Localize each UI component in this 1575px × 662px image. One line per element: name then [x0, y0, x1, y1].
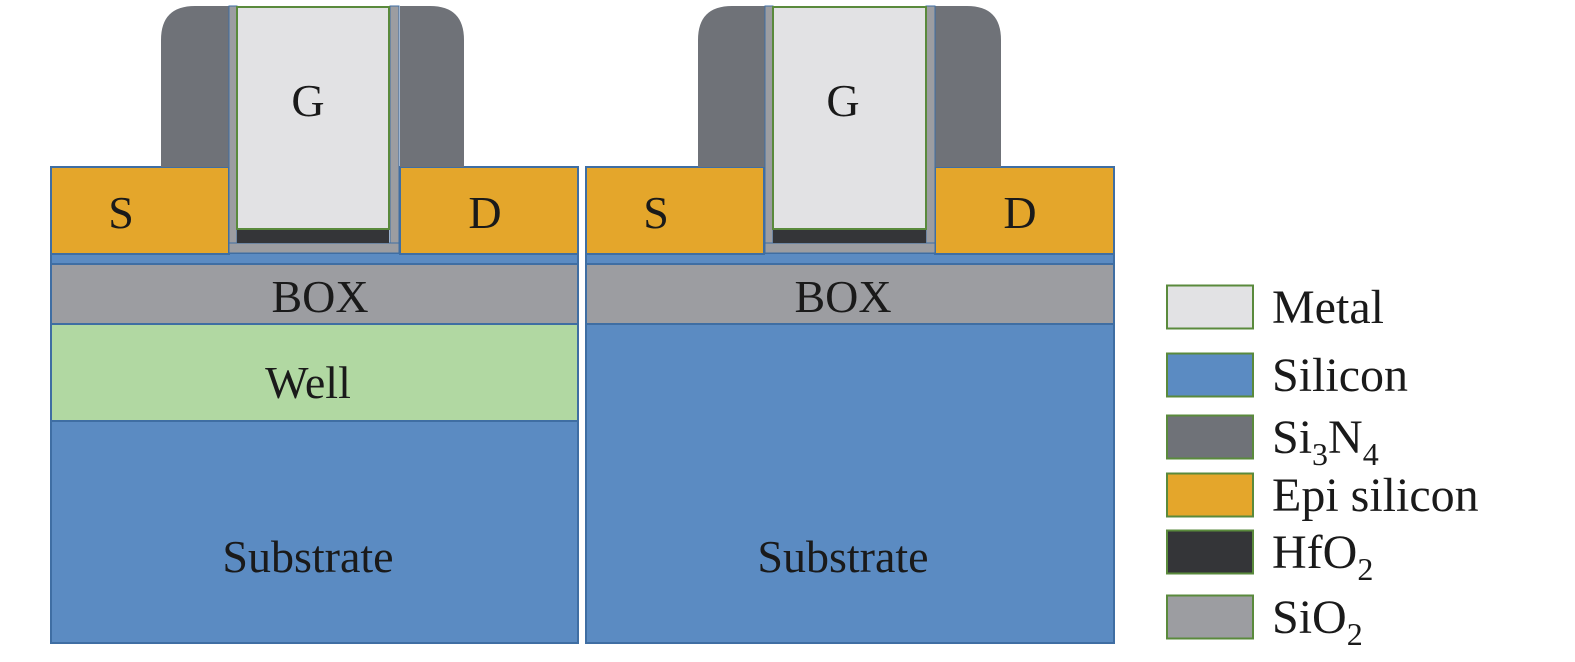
- legend-label-hfo2: HfO2: [1272, 526, 1373, 587]
- device-1-drain: [399, 166, 579, 255]
- legend-swatch-si3n4: [1166, 414, 1254, 460]
- device-1-box-label: BOX: [271, 271, 368, 322]
- legend-swatch-sio2: [1166, 594, 1254, 640]
- legend-swatch-epi-silicon: [1166, 472, 1254, 518]
- device-2-spacer: [698, 6, 1001, 167]
- device-2-substrate-label: Substrate: [757, 531, 928, 582]
- device-2-gate-liner-left: [764, 5, 774, 250]
- legend-swatch-metal: [1166, 284, 1254, 330]
- device-1-gate-label: G: [291, 75, 324, 126]
- legend-label-metal: Metal: [1272, 281, 1384, 334]
- device-2-box: [585, 262, 1115, 325]
- device-1-substrate: [50, 419, 579, 644]
- legend-label-sio2: SiO2: [1272, 591, 1363, 652]
- device-1-source-label: S: [108, 187, 134, 238]
- device-2-gate-label: G: [826, 75, 859, 126]
- device-1: Substrate Well BOX S D G: [50, 5, 579, 644]
- device-2-hfo2-layer: [773, 229, 926, 243]
- legend-label-silicon: Silicon: [1272, 349, 1408, 402]
- device-2-gate-liner-right: [925, 5, 936, 250]
- device-1-well: [50, 322, 579, 422]
- device-1-gate-metal: [236, 6, 390, 230]
- device-1-drain-label: D: [468, 187, 501, 238]
- device-1-gate-liner-right: [389, 5, 400, 250]
- device-1-source: [50, 166, 230, 255]
- device-2-substrate: [585, 322, 1115, 644]
- device-1-gate-liner-left: [228, 5, 238, 250]
- device-2-gate-liner-bottom: [764, 242, 936, 254]
- device-2-drain: [934, 166, 1115, 255]
- device-1-gate-liner-bottom: [228, 242, 400, 254]
- device-1-hfo2-layer: [237, 229, 389, 243]
- device-2-source-label: S: [643, 187, 669, 238]
- device-2-drain-label: D: [1003, 187, 1036, 238]
- legend-swatch-silicon: [1166, 352, 1254, 398]
- device-2-source: [585, 166, 765, 255]
- legend-swatch-hfo2: [1166, 529, 1254, 575]
- device-1-spacer: [161, 6, 464, 167]
- legend-label-epi-silicon: Epi silicon: [1272, 469, 1479, 522]
- device-2: Substrate BOX S D G: [585, 5, 1115, 644]
- device-1-substrate-label: Substrate: [222, 531, 393, 582]
- device-1-well-label: Well: [265, 357, 351, 408]
- legend-label-si3n4: Si3N4: [1272, 411, 1379, 472]
- device-2-gate-metal: [772, 6, 927, 230]
- device-2-box-label: BOX: [794, 271, 891, 322]
